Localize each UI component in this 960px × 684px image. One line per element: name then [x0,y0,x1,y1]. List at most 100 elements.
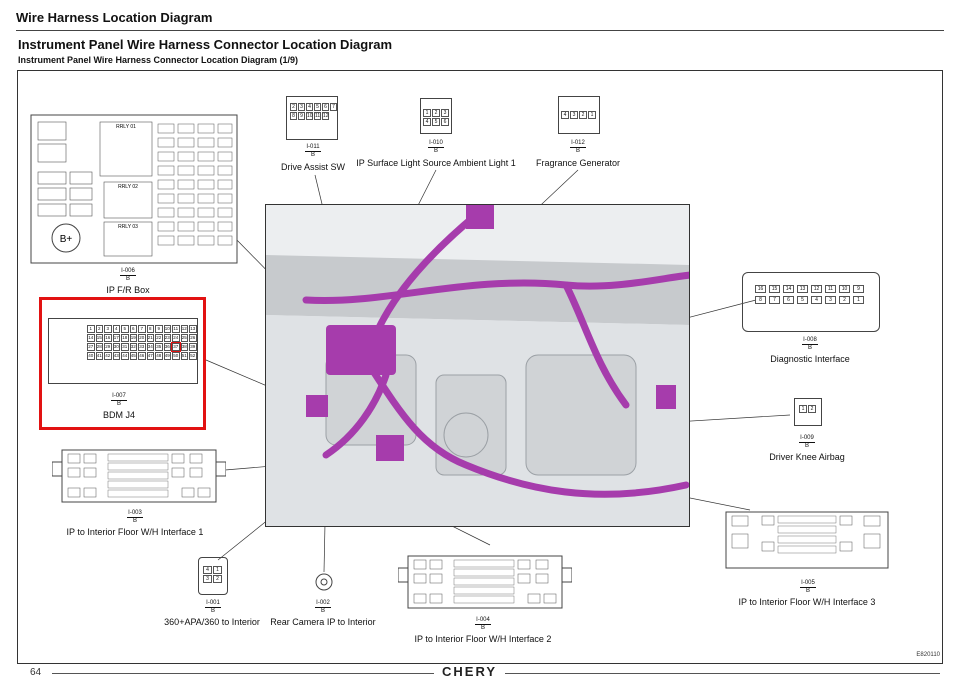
bdm-pin: 8 [146,325,154,333]
connector-i006-label: IP F/R Box [106,285,150,295]
pin-cell: 6 [322,103,329,111]
pin-cell: 13 [797,285,808,293]
bdm-pin: 12 [180,325,188,333]
fuse-box-figure: B+ RRLY 01 RRLY 02 RRLY 03 [30,114,238,264]
pin-cell: 4 [561,111,569,119]
bdm-pin: 40 [87,352,95,360]
bdm-pin: 48 [155,352,163,360]
interface-1-figure [52,449,226,503]
connector-i007-label: BDM J4 [102,410,135,420]
pin-cell: 10 [306,112,313,120]
bdm-pin: 31 [121,343,129,351]
connector-i001-label: 360+APA/360 to Interior [164,617,260,627]
bdm-pin: 49 [163,352,171,360]
relay-label-2: RRLY 02 [118,184,138,190]
pin-cell: 1 [588,111,596,119]
pin-cell: 1 [423,109,431,117]
connector-i002-label: Rear Camera IP to Interior [270,617,376,627]
pin-cell: 7 [769,296,780,304]
pin-cell: 2 [213,575,222,583]
bdm-j4-highlight [39,297,206,430]
interface-2-figure [398,555,572,609]
pin-cell: 8 [290,112,297,120]
pin-cell: 3 [298,103,305,111]
pin-cell: 4 [203,566,212,574]
pin-cell: 9 [853,285,864,293]
bdm-pin: 6 [129,325,137,333]
interface-3-figure [725,511,889,569]
relay-label-3: RRLY 03 [118,224,138,230]
pin-cell: 14 [783,285,794,293]
bdm-pin: 7 [138,325,146,333]
bdm-pin: 41 [95,352,103,360]
pin-cell: 3 [825,296,836,304]
connector-i008-label: Diagnostic Interface [770,354,850,364]
dashboard-harness-image [265,204,690,527]
bdm-pin: 4 [112,325,120,333]
section-title: Wire Harness Location Diagram [16,10,213,25]
bdm-pin: 34 [146,343,154,351]
pin-cell: 4 [423,118,431,126]
bdm-pin: 46 [138,352,146,360]
relay-label-1: RRLY 01 [116,124,136,130]
connector-i010-label: IP Surface Light Source Ambient Light 1 [356,158,516,168]
pin-cell: 1 [213,566,222,574]
bdm-pin: 1 [87,325,95,333]
pin-cell: 11 [314,112,321,120]
bdm-pin: 17 [112,334,120,342]
bdm-pin: 35 [155,343,163,351]
connector-i011-label: Drive Assist SW [280,162,345,172]
bdm-pin: 37 [171,342,181,352]
pin-cell: 1 [799,405,807,413]
pin-cell: 12 [811,285,822,293]
bdm-pin: 47 [146,352,154,360]
bdm-pin: 5 [121,325,129,333]
bdm-pin: 19 [129,334,137,342]
bdm-pin: 22 [155,334,163,342]
bdm-pin: 21 [146,334,154,342]
bdm-pin: 27 [87,343,95,351]
pin-cell: 3 [441,109,449,117]
connector-i003-label: IP to Interior Floor W/H Interface 1 [66,527,204,537]
brand-logo: CHERY [434,664,506,679]
bdm-pin: 25 [180,334,188,342]
pin-cell: 4 [811,296,822,304]
pin-cell: 5 [432,118,440,126]
connector-i004-label: IP to Interior Floor W/H Interface 2 [414,634,552,644]
bdm-pin: 13 [189,325,197,333]
pin-cell: 16 [755,285,766,293]
bdm-pin: 29 [104,343,112,351]
bdm-pin: 52 [189,352,197,360]
bdm-pin: 51 [180,352,188,360]
rear-camera-figure [315,573,333,591]
pin-cell: 6 [441,118,449,126]
connector-i005-label: IP to Interior Floor W/H Interface 3 [738,597,876,607]
bdm-pin: 18 [121,334,129,342]
header-divider [16,30,944,31]
bdm-pin: 50 [172,352,180,360]
bdm-pin: 32 [129,343,137,351]
page-number: 64 [30,667,46,678]
diagram-frame [17,70,943,664]
bdm-pin: 30 [112,343,120,351]
page-title: Instrument Panel Wire Harness Connector … [18,37,393,52]
bdm-pin: 43 [112,352,120,360]
bdm-pin: 42 [104,352,112,360]
bdm-pin: 28 [95,343,103,351]
bdm-pin: 15 [95,334,103,342]
bdm-pin: 38 [180,343,188,351]
pin-cell: 6 [783,296,794,304]
bdm-pin: 23 [163,334,171,342]
fuse-box-terminal: B+ [60,234,73,245]
connector-i009-label: Driver Knee Airbag [769,452,845,462]
